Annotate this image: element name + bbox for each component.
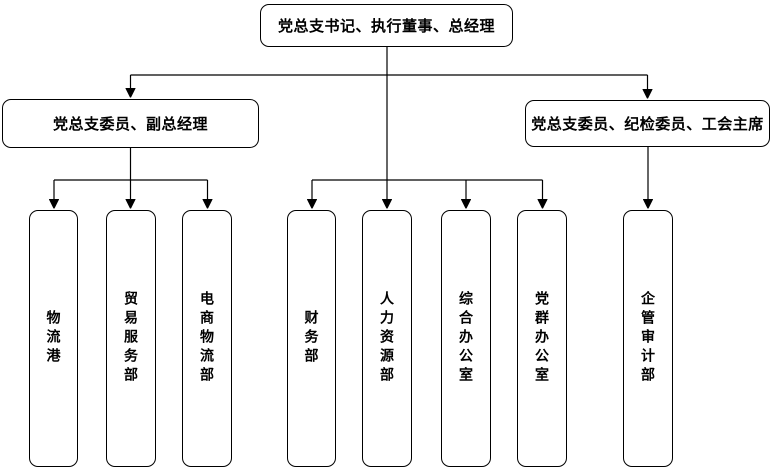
node-logistics-port: 物流港 (29, 210, 78, 467)
node-label: 人力资源部 (379, 291, 395, 386)
node-label: 党群办公室 (534, 291, 550, 386)
node-label: 综合办公室 (458, 291, 474, 386)
node-enterprise-audit-dept: 企管审计部 (623, 210, 673, 467)
node-finance-dept: 财务部 (287, 210, 336, 467)
node-trade-service-dept: 贸易服务部 (106, 210, 156, 467)
node-label: 物流港 (45, 310, 62, 367)
node-label: 企管审计部 (640, 291, 656, 386)
node-ecommerce-logistics-dept: 电商物流部 (182, 210, 232, 467)
node-label: 贸易服务部 (123, 291, 139, 386)
node-discipline-union-chair: 党总支委员、纪检委员、工会主席 (525, 100, 770, 147)
node-general-office: 综合办公室 (441, 210, 491, 467)
node-hr-dept: 人力资源部 (362, 210, 412, 467)
node-label: 财务部 (303, 310, 320, 367)
node-deputy-gm: 党总支委员、副总经理 (2, 99, 259, 148)
node-party-mass-office: 党群办公室 (517, 210, 567, 467)
node-label: 电商物流部 (199, 291, 215, 386)
node-party-secretary-gm: 党总支书记、执行董事、总经理 (260, 4, 513, 47)
